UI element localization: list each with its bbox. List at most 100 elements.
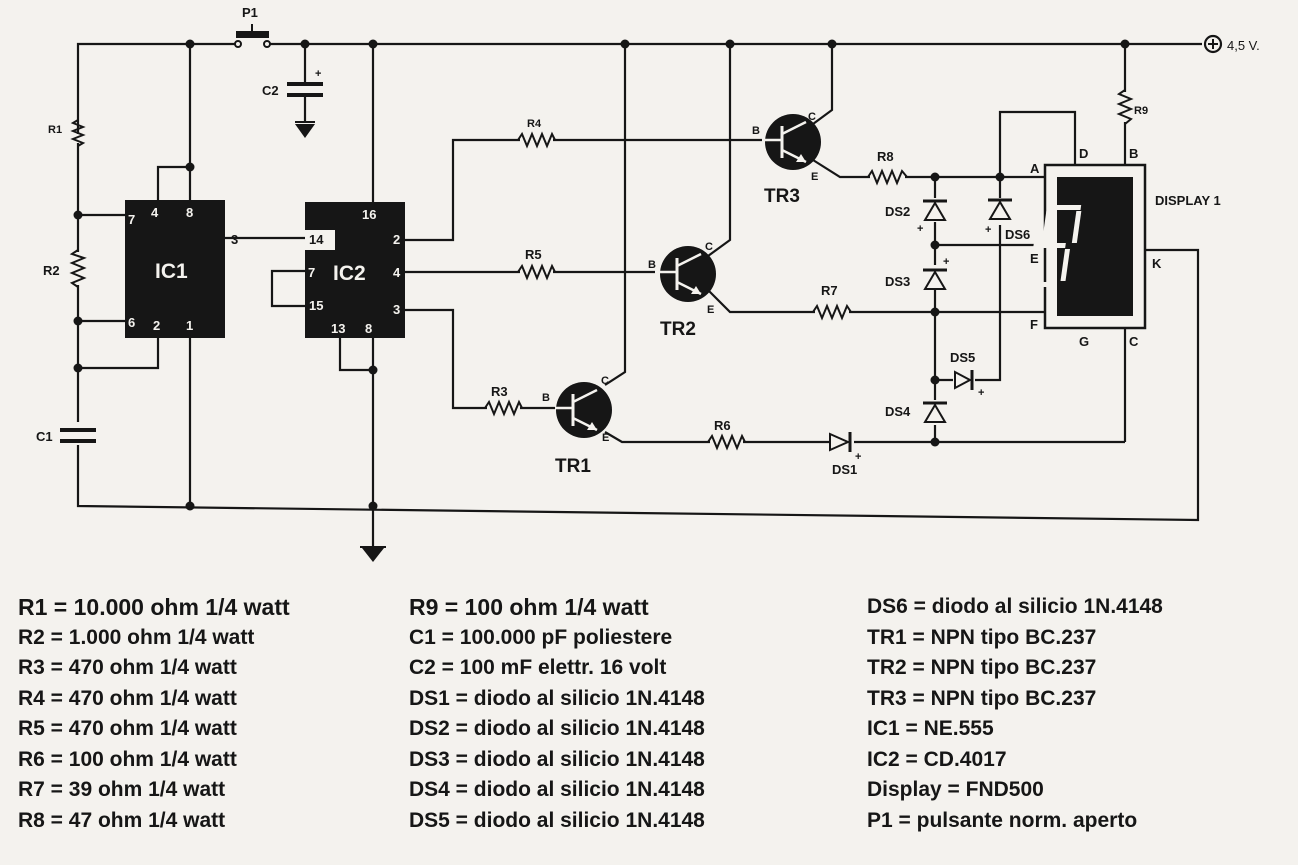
r3-label: R3 <box>491 384 508 399</box>
tr1-label: TR1 <box>555 456 591 477</box>
ground-symbol <box>360 546 386 562</box>
display-label: DISPLAY 1 <box>1155 193 1221 208</box>
part-tr1: TR1 = NPN tipo BC.237 <box>867 625 1097 649</box>
p1-label: P1 <box>242 5 258 20</box>
part-c2: C2 = 100 mF elettr. 16 volt <box>409 656 667 679</box>
svg-text:2: 2 <box>153 318 160 333</box>
part-ic2: IC2 = CD.4017 <box>867 747 1007 771</box>
part-r5: R5 = 470 ohm 1/4 watt <box>18 717 237 740</box>
svg-text:B: B <box>542 392 550 404</box>
resistor-r7: R7 <box>812 283 852 321</box>
ic2-chip: IC2 16 14 7 15 13 8 2 4 3 <box>305 202 405 338</box>
svg-text:E: E <box>602 432 609 444</box>
pushbutton-p1: P1 <box>234 5 271 48</box>
svg-text:8: 8 <box>186 205 193 220</box>
transistor-tr3: B C E TR3 <box>752 111 821 207</box>
resistor-r6: R6 <box>707 418 746 451</box>
part-r9: R9 = 100 ohm 1/4 watt <box>409 594 649 620</box>
resistor-r1: R1 <box>48 119 86 147</box>
r1-label: R1 <box>48 124 62 136</box>
part-ic1: IC1 = NE.555 <box>867 717 994 740</box>
svg-text:+: + <box>917 223 923 235</box>
svg-text:E: E <box>707 304 714 316</box>
component-list: R1 = 10.000 ohm 1/4 watt R2 = 1.000 ohm … <box>18 592 1288 857</box>
part-r6: R6 = 100 ohm 1/4 watt <box>18 747 237 771</box>
diode-ds2: + DS2 <box>885 199 947 235</box>
part-ds4: DS4 = diodo al silicio 1N.4148 <box>409 778 705 801</box>
diode-ds1: + DS1 <box>829 432 861 477</box>
ds4-label: DS4 <box>885 404 911 419</box>
part-p1: P1 = pulsante norm. aperto <box>867 808 1138 832</box>
transistor-tr1: B C E TR1 <box>542 375 612 477</box>
svg-text:B: B <box>648 259 656 271</box>
svg-text:15: 15 <box>309 298 323 313</box>
part-r1: R1 = 10.000 ohm 1/4 watt <box>18 594 290 620</box>
svg-text:K: K <box>1152 256 1162 271</box>
capacitor-c1: C1 <box>36 428 96 444</box>
part-r8: R8 = 47 ohm 1/4 watt <box>18 808 226 832</box>
part-r4: R4 = 470 ohm 1/4 watt <box>18 686 237 710</box>
resistor-r5: R5 <box>517 247 556 281</box>
supply-voltage-label: 4,5 V. <box>1227 38 1260 53</box>
svg-text:13: 13 <box>331 321 345 336</box>
svg-text:8: 8 <box>365 321 372 336</box>
part-ds2: DS2 = diodo al silicio 1N.4148 <box>409 717 705 740</box>
ds2-label: DS2 <box>885 204 910 219</box>
ic1-label: IC1 <box>155 260 188 283</box>
svg-text:4: 4 <box>151 205 159 220</box>
junction-dots <box>73 39 1130 511</box>
diode-ds3: + DS3 <box>885 256 949 290</box>
part-ds6: DS6 = diodo al silicio 1N.4148 <box>867 595 1163 618</box>
svg-text:4: 4 <box>393 265 401 280</box>
svg-text:+: + <box>985 224 991 236</box>
diode-ds5: + DS5 <box>950 350 984 399</box>
r2-label: R2 <box>43 263 60 278</box>
ds1-label: DS1 <box>832 462 857 477</box>
seven-segment-display: DISPLAY 1 A D B E K F G C <box>1017 146 1221 349</box>
part-ds3: DS3 = diodo al silicio 1N.4148 <box>409 747 705 771</box>
diode-ds4: DS4 <box>885 401 947 423</box>
part-r7: R7 = 39 ohm 1/4 watt <box>18 778 226 801</box>
svg-text:B: B <box>1129 146 1138 161</box>
svg-text:C: C <box>808 111 816 123</box>
svg-text:C: C <box>601 375 609 387</box>
svg-text:6: 6 <box>128 315 135 330</box>
svg-text:E: E <box>811 171 818 183</box>
part-tr2: TR2 = NPN tipo BC.237 <box>867 656 1097 679</box>
svg-text:16: 16 <box>362 207 376 222</box>
svg-text:3: 3 <box>231 232 238 247</box>
capacitor-c2: + C2 <box>262 68 323 138</box>
svg-text:C: C <box>1129 334 1139 349</box>
svg-text:+: + <box>315 68 321 80</box>
r6-label: R6 <box>714 418 731 433</box>
resistor-r2: R2 <box>43 249 87 288</box>
ic2-pin14: 14 <box>309 232 324 247</box>
svg-text:B: B <box>752 125 760 137</box>
parts-column-3: DS6 = diodo al silicio 1N.4148 TR1 = NPN… <box>867 592 1163 836</box>
svg-text:C: C <box>705 241 713 253</box>
parts-column-1: R1 = 10.000 ohm 1/4 watt R2 = 1.000 ohm … <box>18 592 290 836</box>
part-r3: R3 = 470 ohm 1/4 watt <box>18 656 237 679</box>
c1-label: C1 <box>36 429 53 444</box>
parts-column-2: R9 = 100 ohm 1/4 watt C1 = 100.000 pF po… <box>409 592 705 836</box>
transistor-tr2: B C E TR2 <box>648 241 716 340</box>
svg-text:3: 3 <box>393 302 400 317</box>
svg-text:2: 2 <box>393 232 400 247</box>
svg-text:7: 7 <box>128 212 135 227</box>
r8-label: R8 <box>877 149 894 164</box>
ic1-chip: IC1 4 8 7 6 2 1 3 <box>125 200 238 338</box>
part-ds5: DS5 = diodo al silicio 1N.4148 <box>409 808 705 832</box>
resistor-r9: R9 <box>1116 89 1148 125</box>
r7-label: R7 <box>821 283 838 298</box>
resistor-r8: R8 <box>867 149 908 186</box>
part-display: Display = FND500 <box>867 778 1044 801</box>
wiring <box>76 42 1202 548</box>
r5-label: R5 <box>525 247 542 262</box>
part-c1: C1 = 100.000 pF poliestere <box>409 625 673 649</box>
resistor-r4: R4 <box>517 118 556 149</box>
tr2-label: TR2 <box>660 319 696 340</box>
c2-label: C2 <box>262 83 279 98</box>
ds5-label: DS5 <box>950 350 975 365</box>
ds3-label: DS3 <box>885 274 910 289</box>
ic2-label: IC2 <box>333 262 366 285</box>
